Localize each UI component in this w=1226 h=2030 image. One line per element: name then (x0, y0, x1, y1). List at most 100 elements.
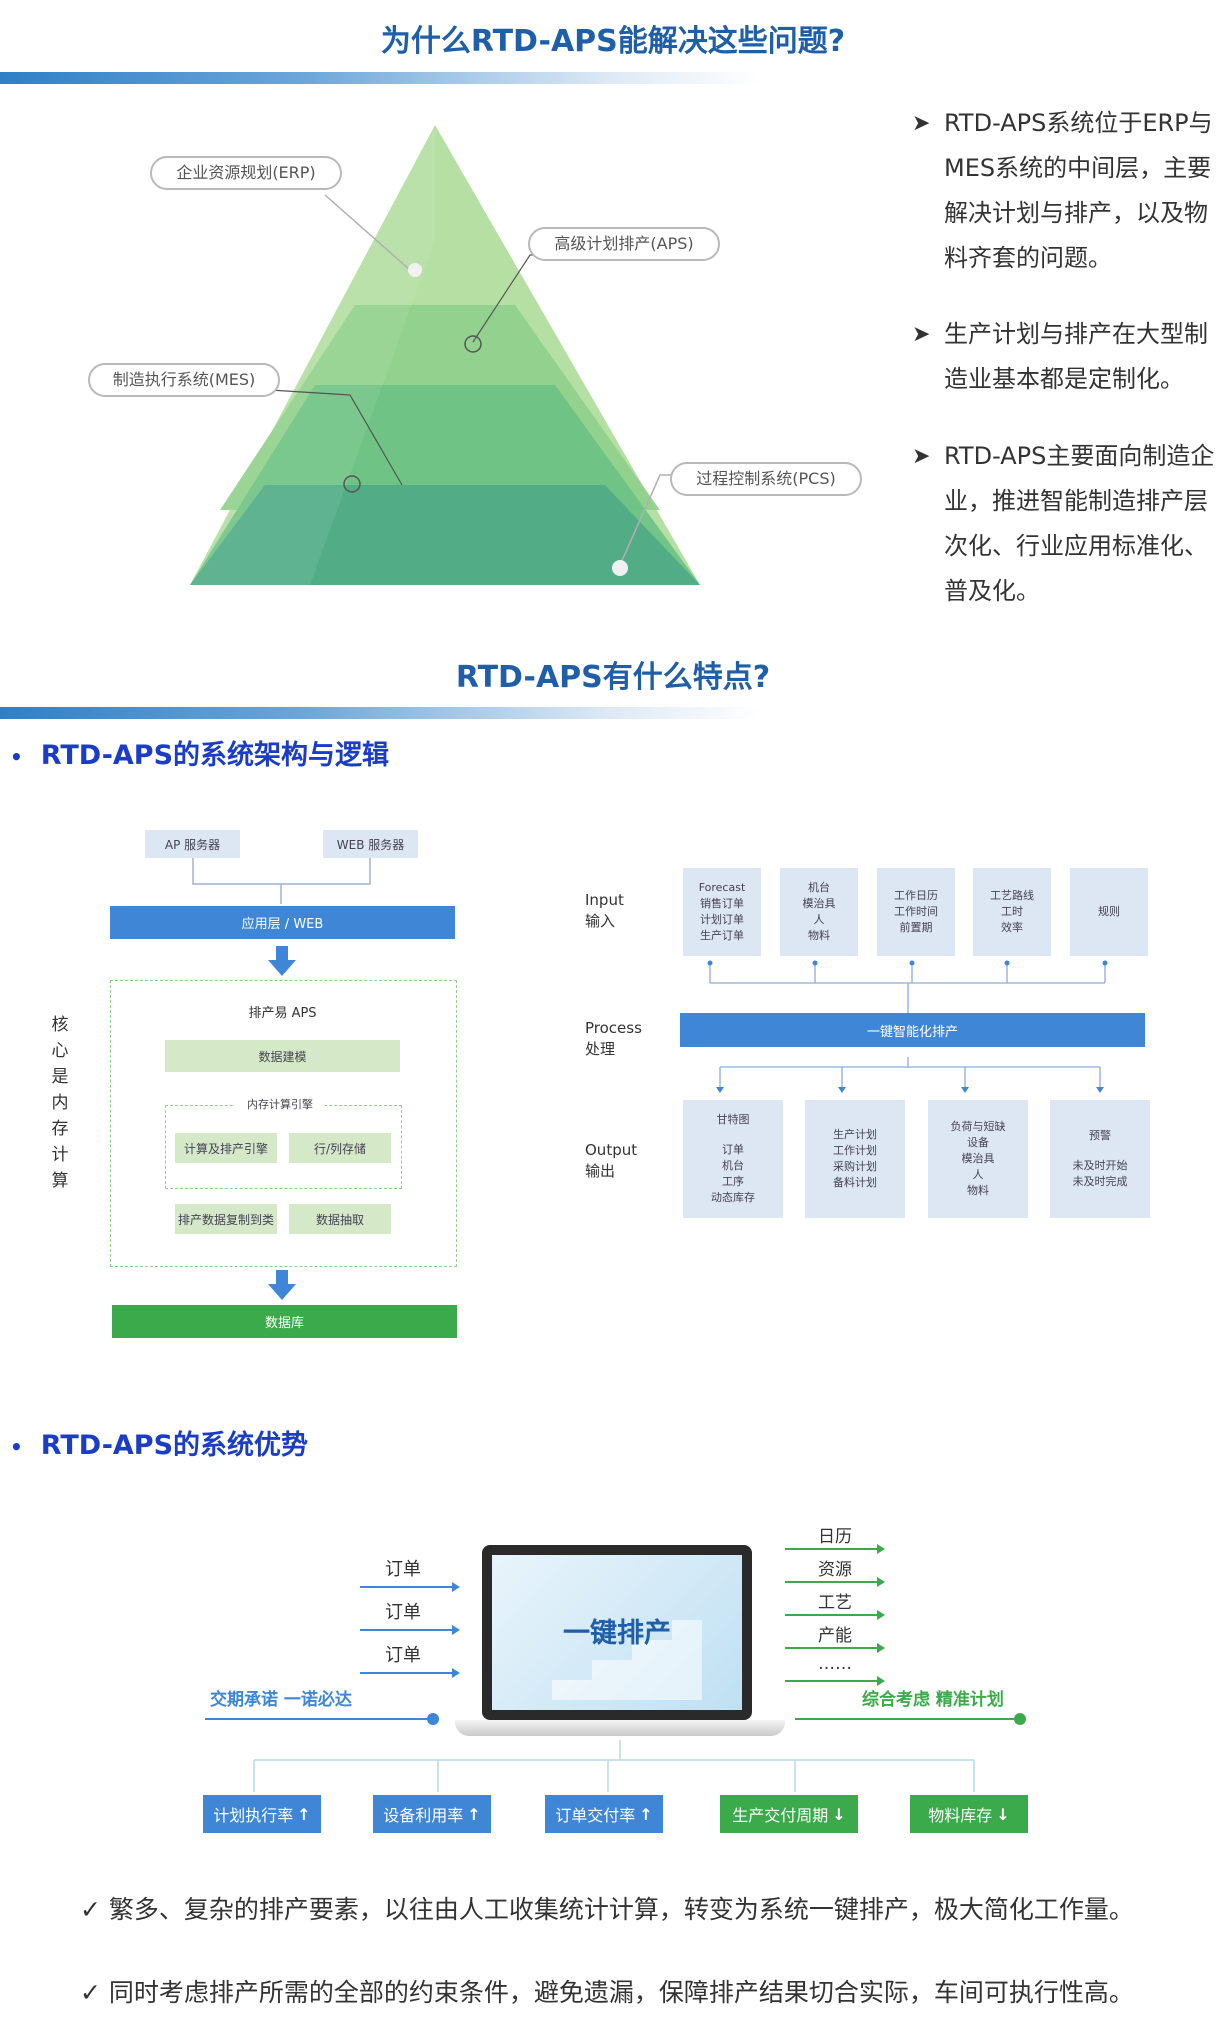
ap-server-box: AP 服务器 (145, 830, 240, 858)
check-item-2-text: 同时考虑排产所需的全部的约束条件，避免遗漏，保障排产结果切合实际，车间可执行性高… (108, 1978, 1134, 2007)
input-box: 工作日历工作时间前置期 (877, 868, 955, 956)
output-box-line: 备料计划 (833, 1176, 877, 1189)
left-tag: 交期承诺 一诺必达 (210, 1690, 352, 1710)
aps-container (110, 980, 457, 1267)
pyramid-diagram (190, 125, 700, 585)
input-box-line: 人 (813, 913, 825, 926)
kpi-badge: 设备利用率↑ (373, 1795, 491, 1833)
database-bar: 数据库 (112, 1305, 457, 1338)
adv-heading: • RTD-APS的系统优势 (10, 1423, 308, 1462)
bullet-icon: • (10, 1434, 23, 1459)
arrow-right-icon: ➤ (912, 444, 931, 469)
point-1: ➤ RTD-APS系统位于ERP与MES系统的中间层，主要解决计划与排产，以及物… (912, 101, 1217, 281)
arrow-right-icon: ➤ (912, 322, 931, 347)
left-tag-line (205, 1713, 439, 1725)
factor-label: 产能 (818, 1626, 852, 1646)
bullet-icon: • (10, 744, 23, 769)
section2-title: RTD-APS有什么特点? (455, 660, 771, 695)
order-label: 订单 (385, 1645, 421, 1666)
point-3-text: RTD-APS主要面向制造企业，推进智能制造排产层次化、行业应用标准化、普及化。 (944, 442, 1215, 605)
arrow-right-icon: ➤ (912, 111, 931, 136)
input-box-line: 销售订单 (700, 897, 744, 910)
section1-title: 为什么RTD-APS能解决这些问题? (380, 24, 846, 59)
arrow-down-icon: ↓ (996, 1804, 1010, 1824)
kpi-badge: 计划执行率↑ (203, 1795, 321, 1833)
output-box-line: 生产计划 (833, 1128, 877, 1141)
kpi-badge: 订单交付率↑ (545, 1795, 663, 1833)
mes-marker (343, 475, 361, 493)
input-box-line: 工时 (1001, 905, 1023, 918)
output-box-line: 工序 (722, 1175, 744, 1188)
arrow-right-icon (360, 1582, 460, 1592)
input-box-line: 前置期 (899, 921, 933, 934)
input-box-line: Forecast (698, 881, 746, 894)
erp-marker (408, 263, 422, 277)
input-box-line: 计划订单 (700, 913, 744, 926)
output-box-line: 采购计划 (833, 1160, 877, 1173)
kpi-label: 设备利用率 (383, 1806, 464, 1825)
kpi-label: 计划执行率 (213, 1806, 294, 1825)
calc-engine-box: 计算及排产引擎 (175, 1133, 277, 1163)
arrow-up-icon: ↑ (467, 1804, 481, 1824)
app-layer-bar: 应用层 / WEB (110, 906, 455, 939)
point-2-text: 生产计划与排产在大型制造业基本都是定制化。 (944, 320, 1208, 393)
order-label: 订单 (385, 1602, 421, 1623)
check-item-1: ✓ 繁多、复杂的排产要素，以往由人工收集统计计算，转变为系统一键排产，极大简化工… (80, 1890, 1134, 1926)
pcs-marker (612, 560, 628, 576)
aps-label: 高级计划排产(APS) (528, 227, 720, 261)
output-box-line: 物料 (967, 1184, 989, 1197)
down-arrow-icon (268, 1270, 296, 1300)
arrow-right-icon (785, 1643, 885, 1653)
input-box: 工艺路线工时效率 (973, 868, 1051, 956)
kpi-badge: 物料库存↓ (910, 1795, 1028, 1833)
output-box-line: 动态库存 (711, 1191, 755, 1204)
factor-label: 日历 (818, 1527, 852, 1547)
erp-label: 企业资源规划(ERP) (150, 156, 342, 190)
output-box-line: 负荷与短缺 (950, 1120, 1006, 1133)
output-box-line: 设备 (967, 1136, 989, 1149)
core-label: 核心是内存计算 (51, 1015, 69, 1191)
check-item-1-text: 繁多、复杂的排产要素，以往由人工收集统计计算，转变为系统一键排产，极大简化工作量… (108, 1895, 1134, 1924)
output-box-line: 工作计划 (833, 1144, 877, 1157)
input-box-line: 效率 (1001, 921, 1023, 934)
output-box-line: 机台 (722, 1159, 744, 1172)
kpi-label: 生产交付周期 (732, 1806, 829, 1825)
pcs-label: 过程控制系统(PCS) (670, 462, 862, 496)
aps-title: 排产易 APS (248, 1005, 317, 1021)
arrow-right-icon (360, 1668, 460, 1678)
arrow-up-icon: ↑ (297, 1804, 311, 1824)
mem-engine-label: 内存计算引擎 (235, 1095, 325, 1113)
point-2: ➤ 生产计划与排产在大型制造业基本都是定制化。 (912, 312, 1217, 402)
order-label: 订单 (385, 1559, 421, 1580)
kpi-connector (253, 1740, 975, 1792)
process-bar: 一键智能化排产 (680, 1013, 1145, 1047)
arrow-right-icon (785, 1676, 885, 1686)
factor-label: …… (818, 1654, 852, 1674)
server-connector (192, 858, 371, 904)
output-box-line: 订单 (722, 1143, 744, 1156)
arch-heading: •RTD-APS的系统架构与逻辑 (10, 733, 389, 772)
kpi-label: 物料库存 (928, 1806, 993, 1825)
down-arrow-icon (268, 946, 296, 976)
output-box-line: 预警 (1089, 1129, 1111, 1142)
data-model-box: 数据建模 (165, 1040, 400, 1072)
check-item-2: ✓ 同时考虑排产所需的全部的约束条件，避免遗漏，保障排产结果切合实际，车间可执行… (80, 1973, 1134, 2009)
kpi-label: 订单交付率 (555, 1806, 636, 1825)
input-box-line: 物料 (808, 929, 830, 942)
adv-heading-text: RTD-APS的系统优势 (40, 1430, 309, 1461)
input-box-line: 机台 (808, 881, 830, 894)
input-box-line: 规则 (1098, 905, 1120, 918)
output-box-line: 甘特图 (716, 1113, 750, 1126)
stairs-graphic (512, 1620, 702, 1700)
point-3: ➤ RTD-APS主要面向制造企业，推进智能制造排产层次化、行业应用标准化、普及… (912, 434, 1217, 614)
input-box-line: 工作时间 (894, 905, 938, 918)
mes-label: 制造执行系统(MES) (88, 363, 280, 397)
kpi-badge: 生产交付周期↓ (720, 1795, 858, 1833)
input-box-line: 模治具 (802, 897, 836, 910)
arrow-right-icon (360, 1625, 460, 1635)
pyramid-layer-pcs (190, 485, 700, 585)
extract-box: 数据抽取 (289, 1204, 391, 1234)
arrow-up-icon: ↑ (639, 1804, 653, 1824)
